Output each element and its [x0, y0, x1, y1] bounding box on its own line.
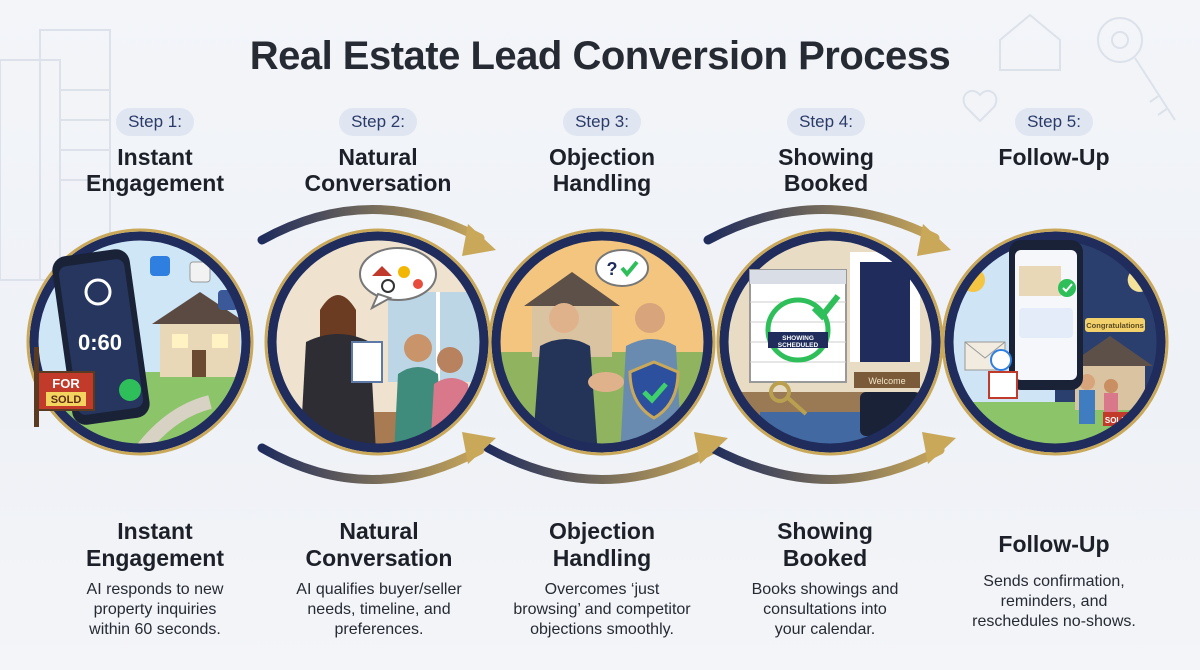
step-3-title-line2: Handling	[552, 170, 652, 196]
step-5-header: Step 5: Follow-Up	[944, 108, 1164, 170]
step-2-illustration	[258, 222, 498, 462]
step-4-badge: Step 4:	[787, 108, 865, 136]
step-4-header: Step 4: Showing Booked	[716, 108, 936, 196]
front-door	[860, 262, 910, 362]
svg-text:Congratulations: Congratulations	[1086, 321, 1144, 330]
house-icon	[152, 292, 244, 377]
step-1-title: Instant Engagement	[45, 144, 265, 196]
agent-figure	[532, 303, 598, 446]
step-4-title-line2: Booked	[783, 170, 869, 196]
phone-timer: 0:60	[78, 330, 122, 355]
keys-icon	[769, 381, 808, 416]
sale-sign: FOR SOLD	[34, 347, 95, 427]
step-3-header: Step 3: Objection Handling	[492, 108, 712, 196]
step-5-illustration: SOLD Congratulations	[935, 222, 1175, 462]
page-title: Real Estate Lead Conversion Process	[249, 34, 951, 78]
step-5-summary-title: Follow-Up	[998, 531, 1110, 557]
step-1-title-line1: Instant	[117, 144, 193, 170]
step-2-badge: Step 2:	[339, 108, 417, 136]
step-1-title-line2: Engagement	[85, 170, 225, 196]
agent-figure	[300, 295, 383, 446]
welcome-mat: Welcome	[868, 376, 905, 386]
step-2-title: Natural Conversation	[268, 144, 488, 196]
step-3-title: Objection Handling	[492, 144, 712, 196]
step-4-illustration: Welcome SHOWING SCHEDULED	[710, 222, 950, 462]
step-2-title-line2: Conversation	[304, 170, 452, 196]
svg-text:SOLD: SOLD	[51, 394, 82, 406]
step-1-header: Step 1: Instant Engagement	[45, 108, 265, 196]
step-3-illustration: ?	[482, 222, 722, 462]
calendar-icon: SHOWING SCHEDULED	[749, 269, 847, 383]
social-icons	[150, 256, 238, 310]
email-at-icon	[990, 349, 1012, 371]
congratulations-banner	[1085, 318, 1145, 332]
shield-icon	[628, 360, 680, 420]
step-5-title-line1: Follow-Up	[998, 144, 1110, 170]
step-1-illustration: 0:60 FOR SOLD	[20, 222, 260, 462]
step-1-badge: Step 1:	[116, 108, 194, 136]
svg-text:SOLD: SOLD	[1105, 416, 1127, 425]
calendar-small-icon	[988, 371, 1018, 399]
svg-text:?: ?	[607, 259, 618, 279]
handshake-icon	[588, 372, 624, 392]
svg-text:FOR: FOR	[52, 376, 80, 391]
step-5-badge: Step 5:	[1015, 108, 1093, 136]
step-3-badge: Step 3:	[563, 108, 641, 136]
step-2-header: Step 2: Natural Conversation	[268, 108, 488, 196]
step-4-title: Showing Booked	[716, 144, 936, 196]
step-5-title: Follow-Up	[944, 144, 1164, 170]
speech-bubble-icon	[359, 247, 437, 311]
checkmark-icon	[811, 294, 841, 321]
question-bubble-icon: ?	[595, 249, 649, 287]
step-4-title-line1: Showing	[778, 144, 874, 170]
svg-text:SCHEDULED: SCHEDULED	[778, 342, 819, 349]
smartphone-icon	[1009, 240, 1083, 390]
step-5-summary: Follow-Up Sends confirmation,reminders, …	[934, 518, 1174, 632]
step-2-title-line1: Natural	[338, 144, 418, 170]
step-3-title-line1: Objection	[548, 144, 656, 170]
svg-text:SHOWING: SHOWING	[782, 335, 814, 342]
